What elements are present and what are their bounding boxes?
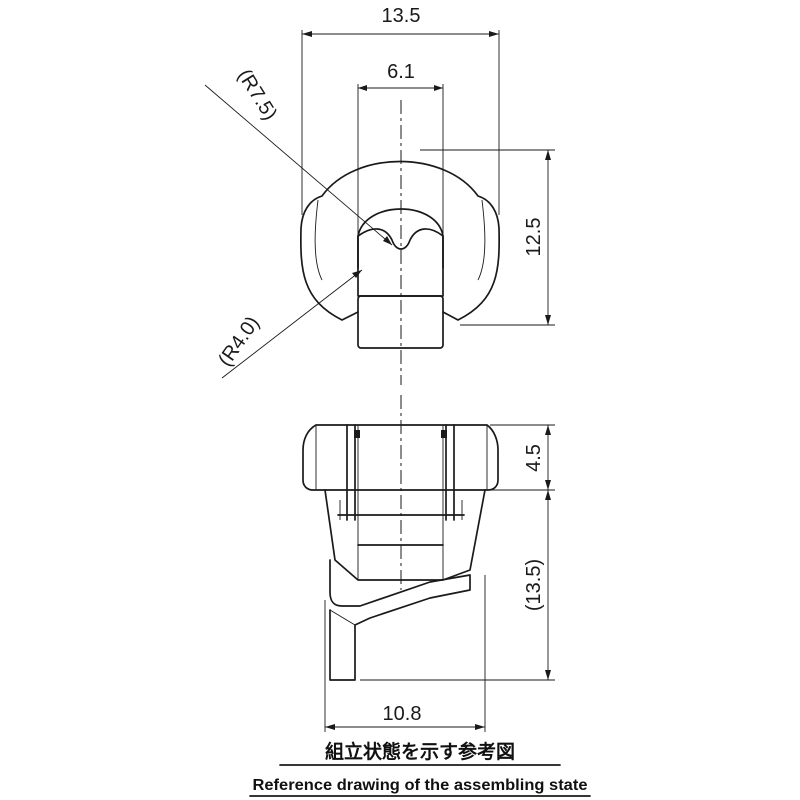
bent-leg [329, 559, 471, 681]
dim-top-width-label: 13.5 [382, 5, 421, 27]
dim-height-right: 12.5 [420, 149, 555, 326]
leader-outer-radius: (R7.5) [204, 65, 393, 246]
dim-total-height: (13.5) [360, 490, 555, 681]
caption: 組立状態を示す参考図 Reference drawing of the asse… [249, 740, 591, 797]
dim-slot-width: 6.1 [357, 61, 444, 240]
dim-top-width: 13.5 [301, 5, 500, 215]
dim-bottom-width-label: 10.8 [383, 703, 422, 725]
caption-english: Reference drawing of the assembling stat… [253, 777, 588, 794]
dim-total-height-label: (13.5) [523, 559, 545, 611]
outer-ring-outline [299, 160, 501, 321]
top-view [299, 100, 501, 385]
ring-inner-arc [357, 208, 444, 269]
dim-height-right-label: 12.5 [523, 218, 545, 257]
dim-head-height: 4.5 [490, 424, 555, 491]
dim-bottom-width: 10.8 [324, 575, 486, 732]
dim-head-height-label: 4.5 [523, 444, 545, 472]
ring-inner-edge-right [477, 199, 486, 281]
leader-inner-radius-label: (R4.0) [214, 312, 264, 370]
ring-inner-edge [314, 199, 323, 281]
head-outline [302, 424, 499, 491]
side-view [302, 395, 499, 681]
dim-slot-width-label: 6.1 [387, 61, 415, 83]
body-outline [324, 489, 486, 581]
bushing-outline [357, 228, 444, 297]
leader-inner-radius: (R4.0) [214, 269, 363, 379]
caption-japanese: 組立状態を示す参考図 [325, 740, 515, 763]
